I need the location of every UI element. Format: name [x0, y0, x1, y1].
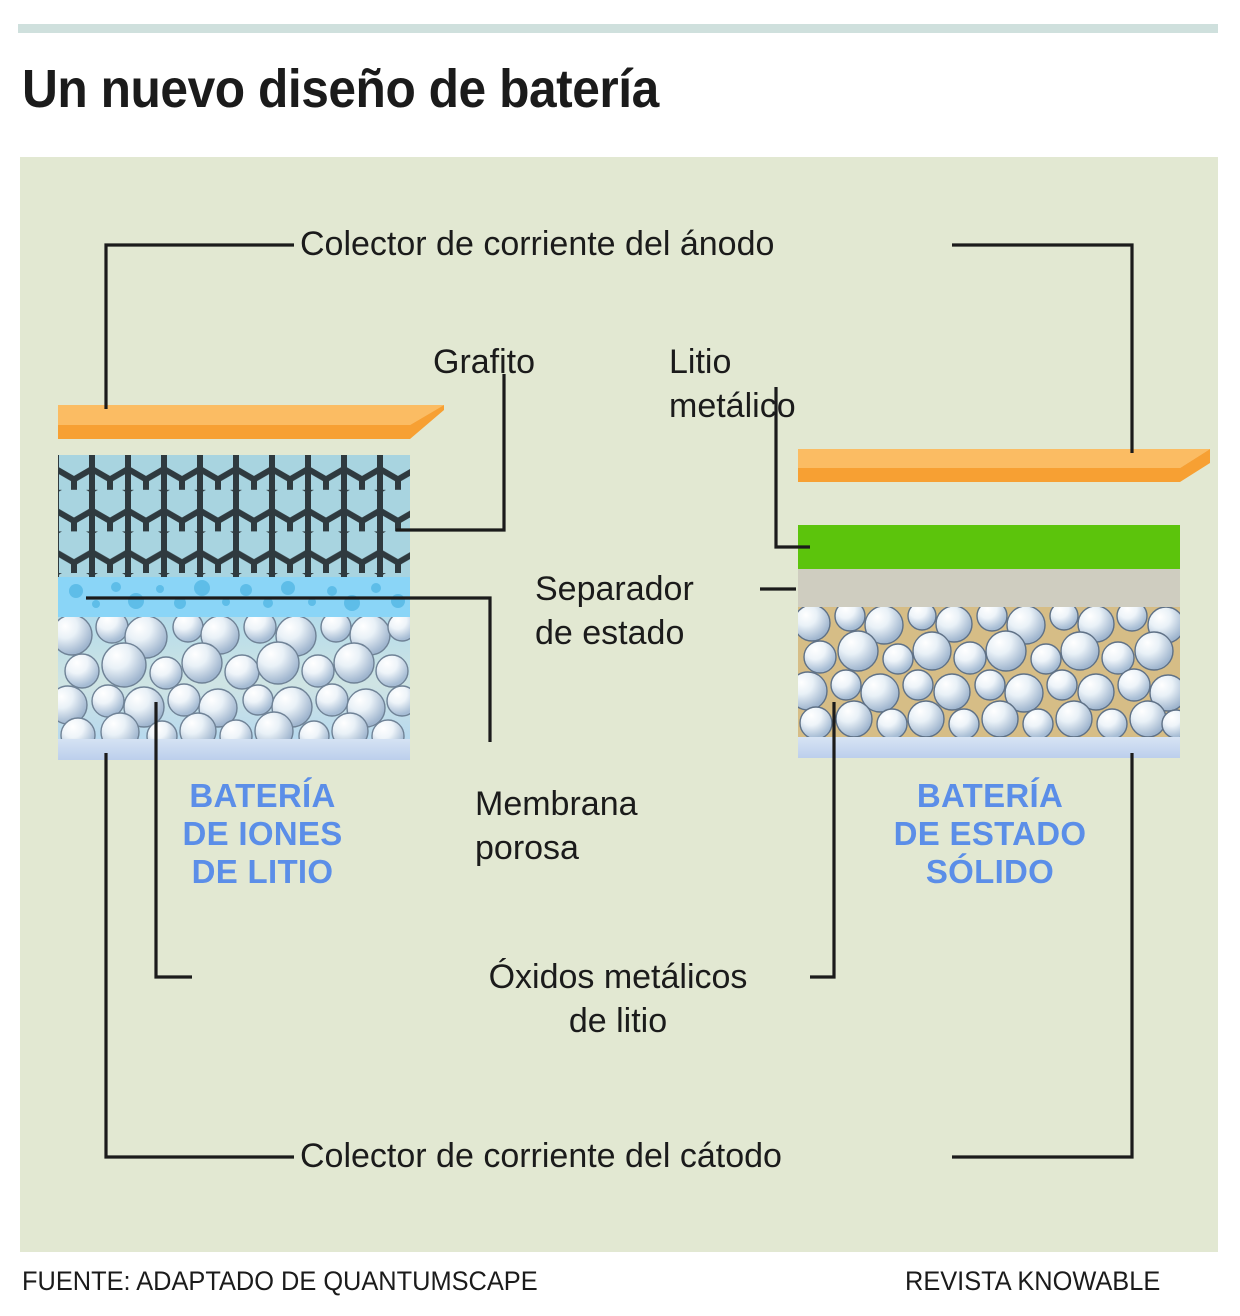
layer-lithium-metal-right [798, 525, 1180, 569]
layer-anode-graphite-left [58, 455, 410, 577]
layer-cathode-metal-oxides-right [798, 607, 1180, 737]
battery-solid-state [798, 449, 1210, 758]
layer-cathode-metal-oxides-left [58, 617, 410, 739]
leader-metal-oxides-right [810, 702, 836, 979]
leader-lines [86, 243, 1134, 1159]
label-cathode-collector: Colector de corriente del cátodo [300, 1137, 782, 1175]
publication-credit: REVISTA KNOWABLE [905, 1266, 1161, 1296]
caption-lithium-ion-battery: BATERÍA DE IONES DE LITIO [182, 777, 343, 890]
leader-cathode-collector-right [952, 753, 1134, 1159]
leader-anode-collector-right [952, 243, 1134, 453]
leader-metal-oxides-left [154, 702, 192, 979]
leader-anode-collector-left [104, 243, 294, 409]
leader-cathode-collector-left [104, 753, 294, 1159]
caption-solid-state-battery: BATERÍA DE ESTADO SÓLIDO [893, 777, 1087, 890]
layer-solid-state-separator-right [798, 569, 1180, 607]
source-note: FUENTE: ADAPTADO DE QUANTUMSCAPE [22, 1266, 538, 1296]
leader-lithium-metal [774, 387, 810, 549]
label-graphite: Grafito [433, 343, 536, 381]
label-anode-collector: Colector de corriente del ánodo [300, 225, 775, 263]
leader-graphite [396, 374, 506, 532]
layer-anode-current-collector-right [798, 449, 1210, 482]
layer-anode-current-collector-left [58, 405, 444, 439]
battery-diagram-svg [58, 243, 1210, 1159]
diagram-panel: Colector de corriente del ánodo Grafito … [20, 157, 1218, 1252]
label-solid-separator: Separador de estado [535, 570, 694, 652]
leader-porous-membrane [86, 596, 492, 742]
layer-cathode-current-collector-right [798, 737, 1180, 758]
layer-cathode-current-collector-left [58, 737, 410, 760]
label-lithium-metal: Litio metálico [669, 343, 796, 425]
label-porous-membrane: Membrana porosa [475, 785, 638, 867]
label-metal-oxides: Óxidos metálicos de litio [488, 958, 748, 1040]
battery-lithium-ion [58, 405, 444, 760]
top-rule [18, 24, 1218, 33]
page-title: Un nuevo diseño de batería [22, 59, 659, 119]
